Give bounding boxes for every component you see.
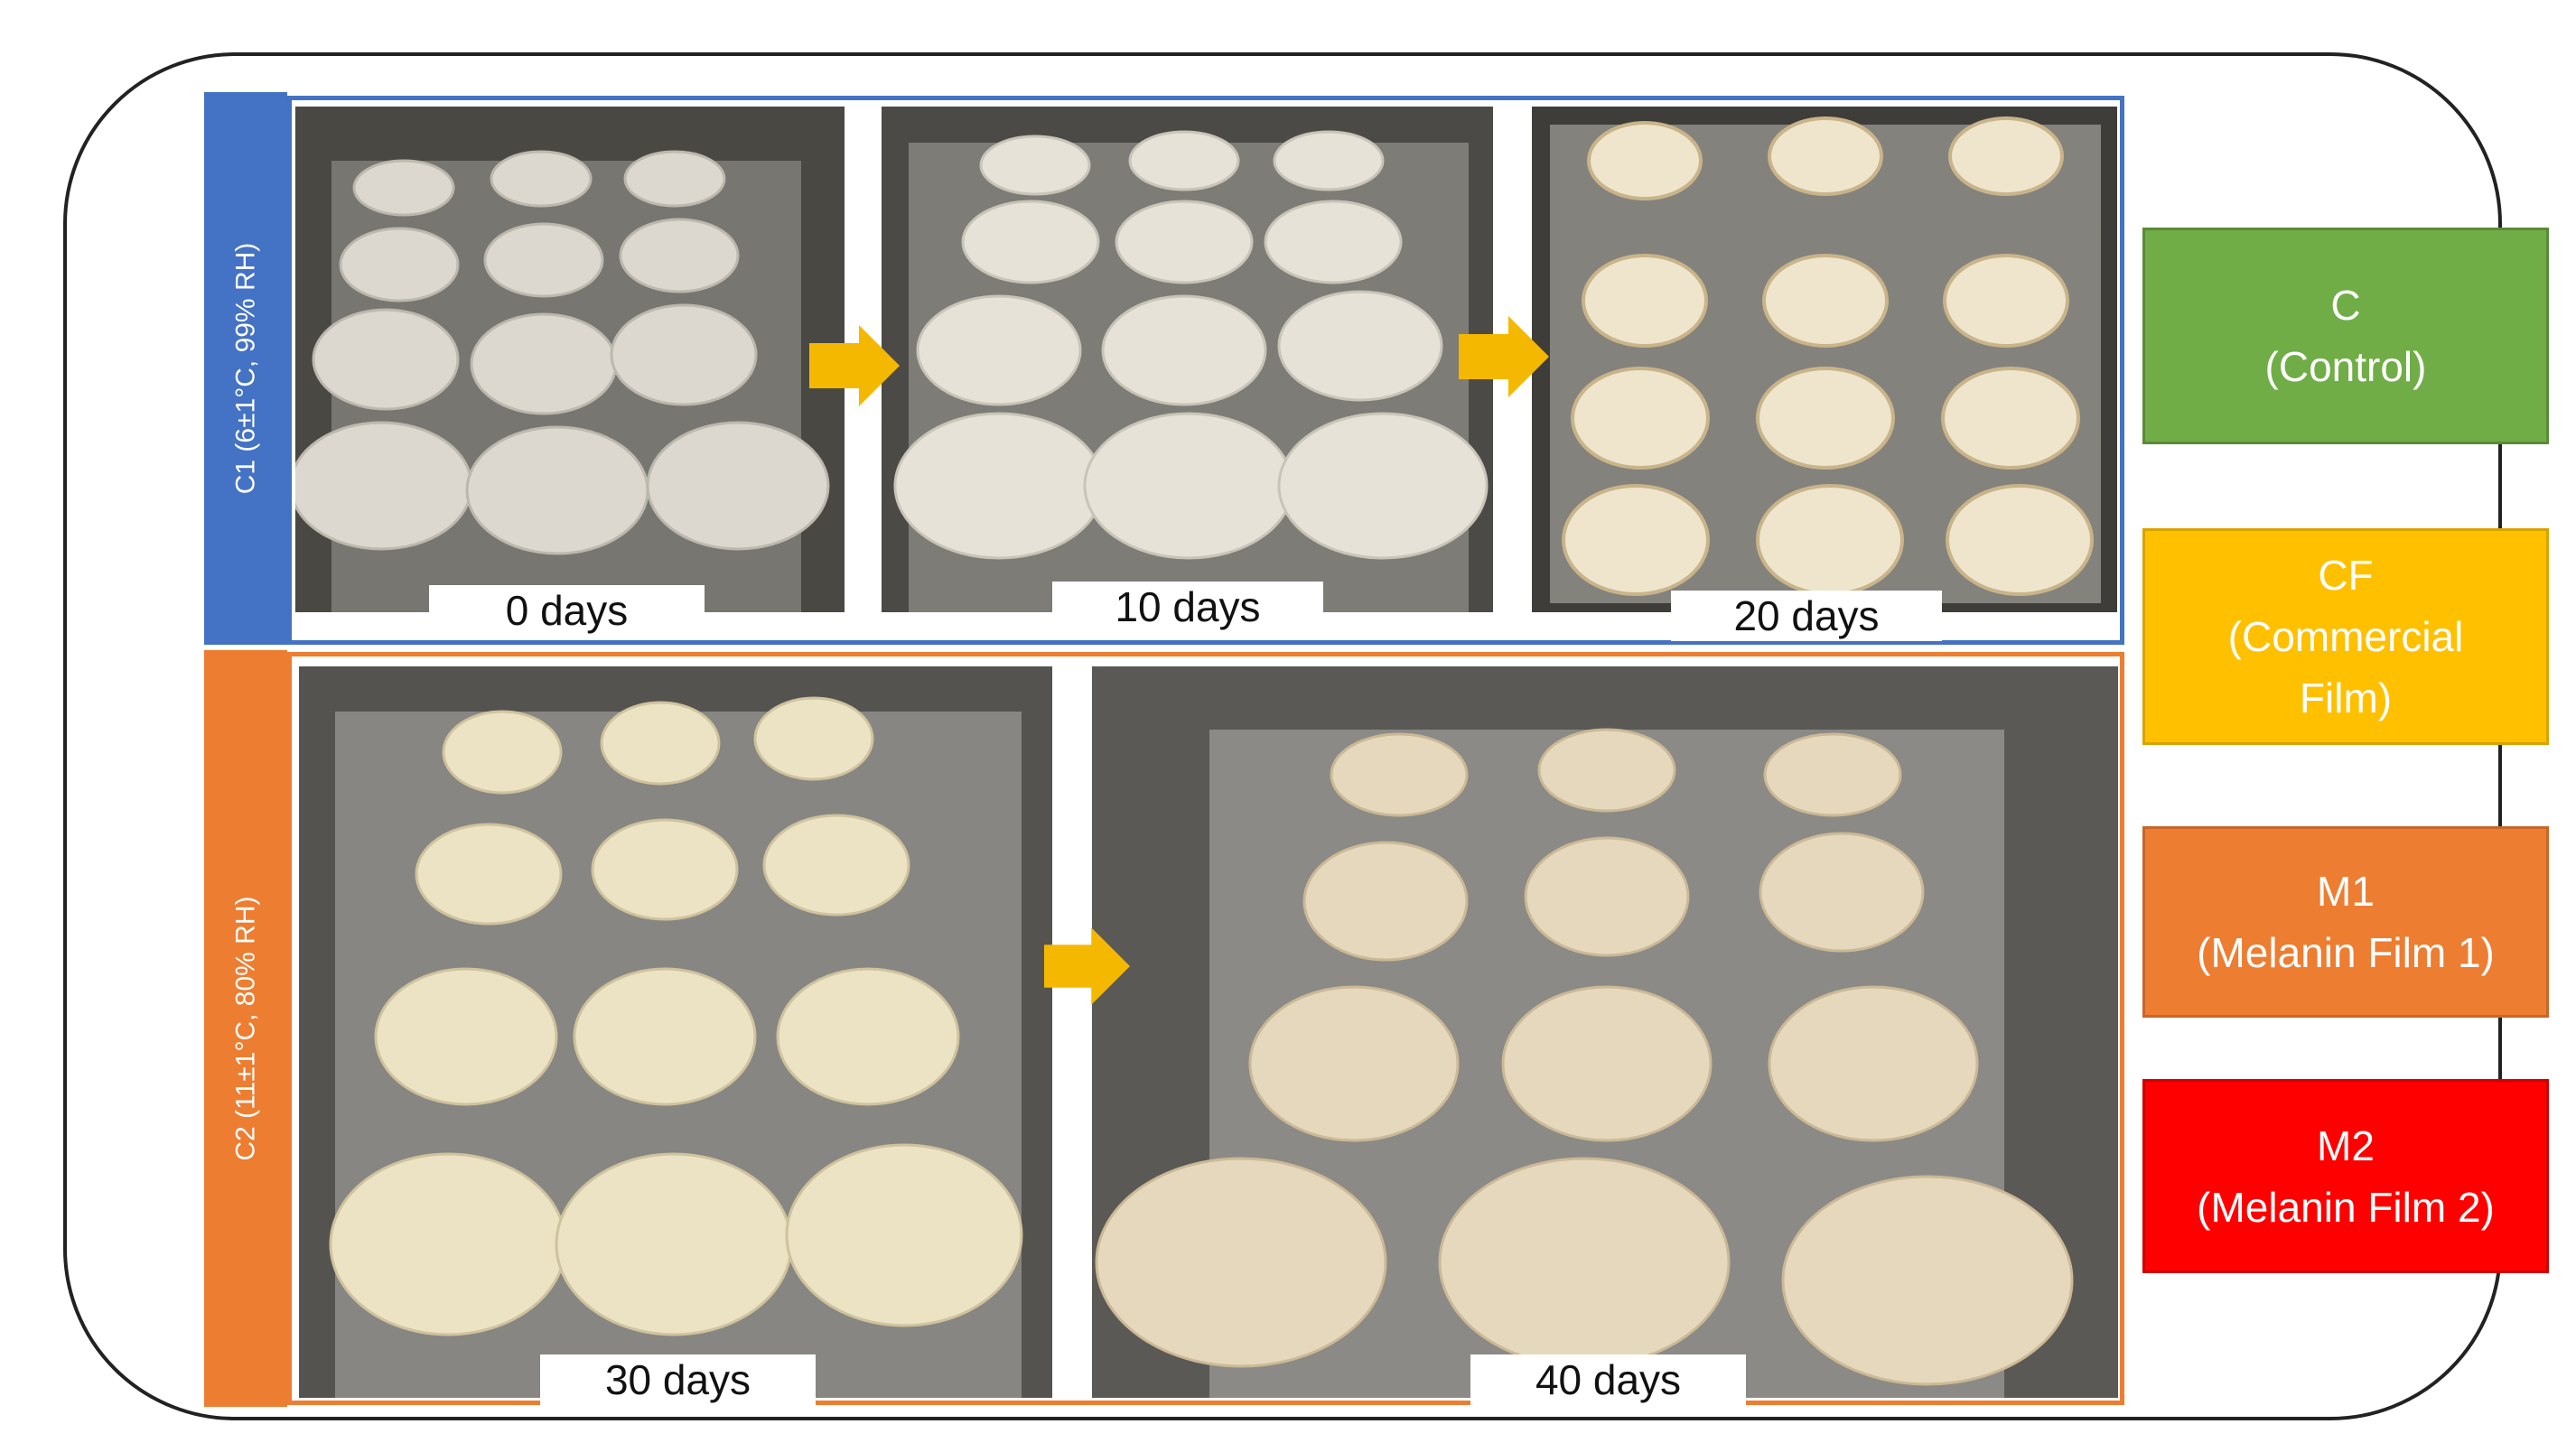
legend-name: (Control) bbox=[2264, 343, 2427, 390]
photo-day-30 bbox=[299, 666, 1052, 1398]
legend-control: C (Control) bbox=[2142, 228, 2549, 444]
legend-code: M2 bbox=[2317, 1122, 2375, 1169]
legend-name-line1: (Commercial bbox=[2227, 613, 2464, 660]
legend-name-line2: Film) bbox=[2299, 675, 2393, 721]
condition-c1-text: C1 (6±1°C, 99% RH) bbox=[230, 242, 261, 495]
legend-code: M1 bbox=[2317, 868, 2375, 915]
day-label-10: 10 days bbox=[1052, 582, 1323, 632]
arrow-right-icon bbox=[1044, 927, 1130, 1005]
legend-commercial-film: CF (Commercial Film) bbox=[2142, 528, 2549, 745]
condition-c2-text: C2 (11±1°C, 80% RH) bbox=[230, 896, 260, 1161]
photo-day-20 bbox=[1532, 107, 2117, 612]
day-label-40: 40 days bbox=[1470, 1354, 1746, 1405]
photo-day-10 bbox=[882, 107, 1493, 612]
c2-group-border bbox=[287, 652, 2124, 1405]
day-label-30: 30 days bbox=[540, 1354, 816, 1405]
arrow-right-icon bbox=[1459, 316, 1549, 397]
day-label-20: 20 days bbox=[1671, 591, 1942, 641]
photo-day-40 bbox=[1092, 666, 2118, 1398]
arrow-right-icon bbox=[809, 325, 900, 406]
legend-name: (Melanin Film 2) bbox=[2197, 1183, 2495, 1231]
legend-code: C bbox=[2330, 282, 2361, 329]
c1-group-border bbox=[287, 96, 2124, 645]
condition-c1-label: C1 (6±1°C, 99% RH) bbox=[204, 92, 287, 645]
day-label-0: 0 days bbox=[429, 585, 705, 636]
photo-day-0 bbox=[295, 107, 845, 612]
legend-code: CF bbox=[2318, 552, 2374, 599]
legend-melanin-film-2: M2 (Melanin Film 2) bbox=[2142, 1079, 2549, 1273]
condition-c2-label: C2 (11±1°C, 80% RH) bbox=[204, 650, 287, 1407]
legend-name: (Melanin Film 1) bbox=[2197, 929, 2495, 976]
legend-melanin-film-1: M1 (Melanin Film 1) bbox=[2142, 826, 2549, 1018]
